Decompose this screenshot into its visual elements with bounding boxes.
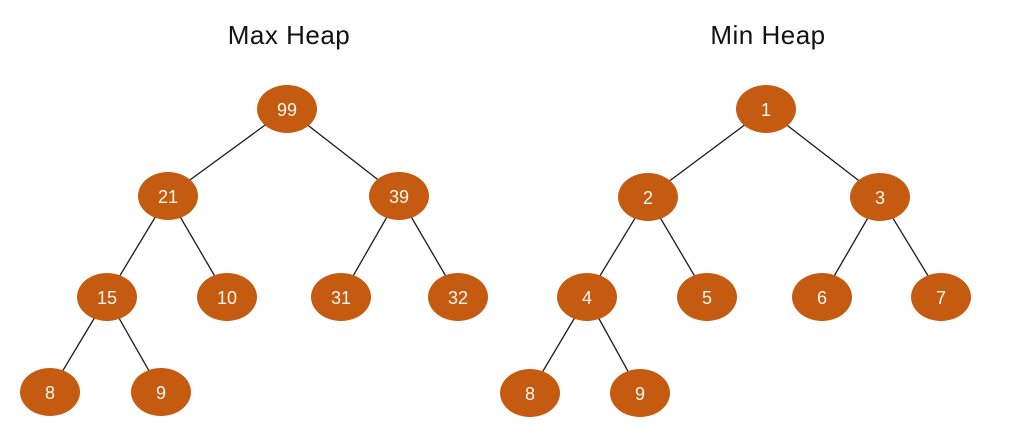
tree-node-9: 9 <box>610 369 670 417</box>
node-value: 9 <box>635 384 645 404</box>
min-heap-tree: 1 2 3 4 5 6 7 8 9 <box>500 85 971 417</box>
tree-node-31: 31 <box>311 273 371 321</box>
tree-node-4: 4 <box>557 273 617 321</box>
node-value: 9 <box>156 383 166 403</box>
node-ellipse <box>610 369 670 417</box>
node-value: 5 <box>702 288 712 308</box>
node-ellipse <box>257 85 317 133</box>
tree-node-21: 21 <box>138 172 198 220</box>
node-ellipse <box>792 273 852 321</box>
tree-node-7: 7 <box>911 273 971 321</box>
node-ellipse <box>131 368 191 416</box>
node-value: 3 <box>875 188 885 208</box>
tree-node-8: 8 <box>20 368 80 416</box>
node-value: 99 <box>277 100 297 120</box>
min-heap-title: Min Heap <box>710 20 826 50</box>
node-ellipse <box>557 273 617 321</box>
node-ellipse <box>428 273 488 321</box>
node-ellipse <box>500 369 560 417</box>
node-value: 32 <box>448 288 468 308</box>
node-ellipse <box>736 85 796 133</box>
node-ellipse <box>369 172 429 220</box>
node-value: 31 <box>331 288 351 308</box>
tree-node-15: 15 <box>77 273 137 321</box>
max-heap-title: Max Heap <box>227 20 351 50</box>
node-ellipse <box>77 273 137 321</box>
node-value: 8 <box>525 384 535 404</box>
node-ellipse <box>311 273 371 321</box>
tree-node-5: 5 <box>677 273 737 321</box>
node-value: 1 <box>761 100 771 120</box>
node-value: 8 <box>45 383 55 403</box>
node-ellipse <box>677 273 737 321</box>
node-value: 39 <box>389 187 409 207</box>
tree-node-6: 6 <box>792 273 852 321</box>
tree-node-3: 3 <box>850 173 910 221</box>
tree-node-1: 1 <box>736 85 796 133</box>
tree-node-2: 2 <box>618 173 678 221</box>
tree-node-32: 32 <box>428 273 488 321</box>
node-value: 7 <box>936 288 946 308</box>
max-heap-tree: 99 21 39 15 10 31 32 8 9 <box>20 85 488 416</box>
node-value: 15 <box>97 288 117 308</box>
node-ellipse <box>138 172 198 220</box>
tree-node-8: 8 <box>500 369 560 417</box>
tree-node-9: 9 <box>131 368 191 416</box>
tree-node-10: 10 <box>197 273 257 321</box>
node-value: 4 <box>582 288 592 308</box>
node-value: 10 <box>217 288 237 308</box>
node-value: 6 <box>817 288 827 308</box>
node-value: 2 <box>643 188 653 208</box>
node-ellipse <box>850 173 910 221</box>
node-ellipse <box>911 273 971 321</box>
node-ellipse <box>618 173 678 221</box>
tree-node-99: 99 <box>257 85 317 133</box>
node-ellipse <box>20 368 80 416</box>
tree-node-39: 39 <box>369 172 429 220</box>
node-value: 21 <box>158 187 178 207</box>
node-ellipse <box>197 273 257 321</box>
